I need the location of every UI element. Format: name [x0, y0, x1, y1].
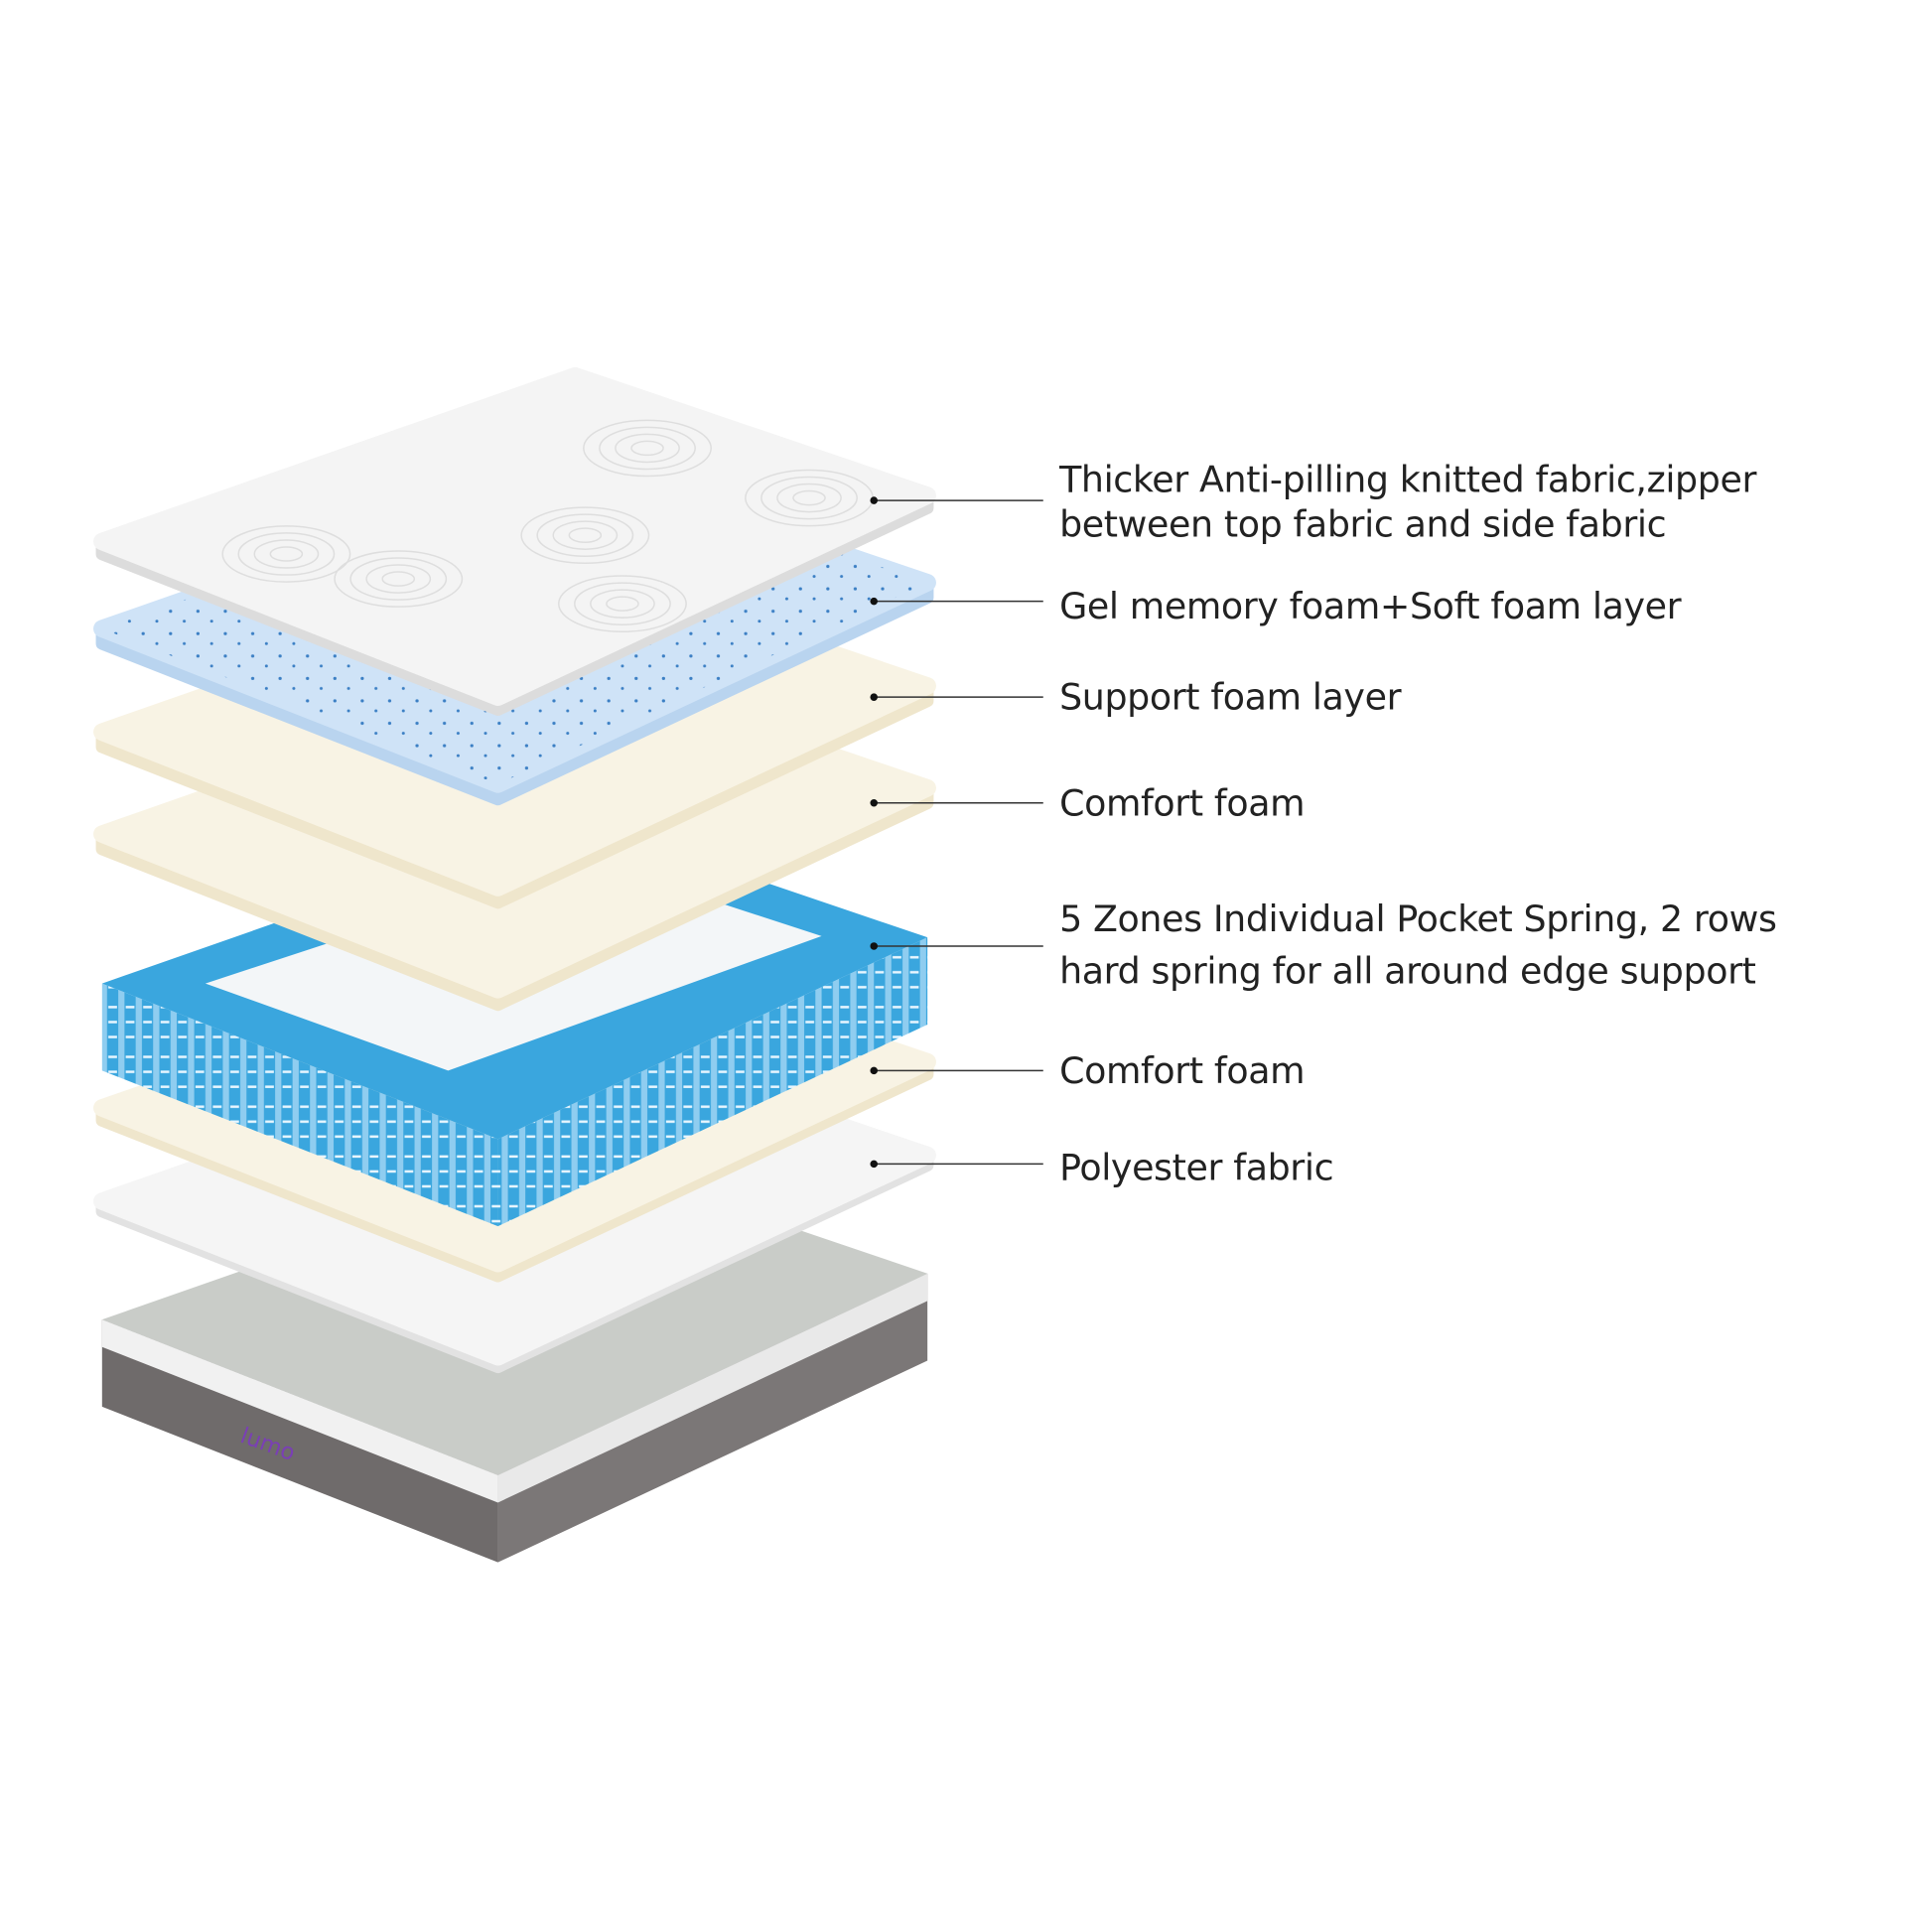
leader-dot [870, 1160, 878, 1169]
leader-dot [870, 942, 878, 950]
fabric-swirl [253, 539, 320, 569]
leader-dot [870, 496, 878, 504]
base-trim-right [497, 1273, 928, 1503]
label-pocket-spring: 5 Zones Individual Pocket Spring, 2 rows… [1059, 893, 1777, 997]
label-line: Comfort foam [1059, 781, 1306, 825]
label-line: Gel memory foam+Soft foam layer [1059, 585, 1682, 627]
fabric-swirl [237, 532, 336, 576]
fabric-swirl [776, 483, 842, 513]
fabric-swirl [630, 440, 664, 457]
label-line: Comfort foam [1059, 1049, 1306, 1092]
label-comfort-foam-upper: Comfort foam [1059, 780, 1305, 825]
fabric-swirl [760, 476, 858, 520]
label-polyester-fabric: Polyester fabric [1059, 1146, 1334, 1190]
fabric-swirl [557, 575, 687, 632]
fabric-swirl [574, 582, 671, 625]
top-fabric-layer-top [93, 366, 936, 706]
label-line: hard spring for all around edge support [1059, 949, 1756, 993]
leader-dot [870, 799, 878, 807]
label-line: Thicker Anti-pilling knitted fabric,zipp… [1059, 458, 1757, 501]
fabric-swirl [221, 525, 351, 583]
leader-dot [870, 597, 878, 606]
leader-dot [870, 693, 878, 701]
base-trim-front [101, 1319, 498, 1503]
fabric-swirl [552, 520, 619, 550]
label-line: between top fabric and side fabric [1059, 502, 1667, 546]
label-line: Polyester fabric [1059, 1146, 1334, 1189]
fabric-swirl [606, 596, 639, 612]
label-line: 5 Zones Individual Pocket Spring, 2 rows [1059, 897, 1777, 940]
spring-side [497, 937, 928, 1227]
fabric-swirl [615, 433, 680, 464]
label-support-foam: Support foam layer [1059, 675, 1401, 720]
fabric-swirl [792, 489, 826, 506]
label-comfort-foam-lower: Comfort foam [1059, 1048, 1305, 1093]
fabric-swirl [269, 546, 304, 562]
leader-dot [870, 1066, 878, 1075]
label-top-fabric: Thicker Anti-pilling knitted fabric,zipp… [1059, 457, 1756, 546]
fabric-swirl [536, 513, 634, 557]
fabric-swirl [349, 557, 448, 601]
spring-front [101, 983, 498, 1227]
fabric-swirl [520, 506, 650, 565]
fabric-swirl [334, 550, 464, 608]
fabric-swirl [583, 419, 712, 478]
fabric-swirl [365, 564, 432, 594]
label-gel-memory-foam: Gel memory foam+Soft foam layer [1059, 584, 1682, 628]
fabric-swirl [381, 571, 416, 587]
label-line: Support foam layer [1059, 675, 1402, 719]
fabric-swirl [590, 589, 655, 619]
fabric-swirl [568, 527, 603, 543]
fabric-swirl [599, 426, 696, 471]
